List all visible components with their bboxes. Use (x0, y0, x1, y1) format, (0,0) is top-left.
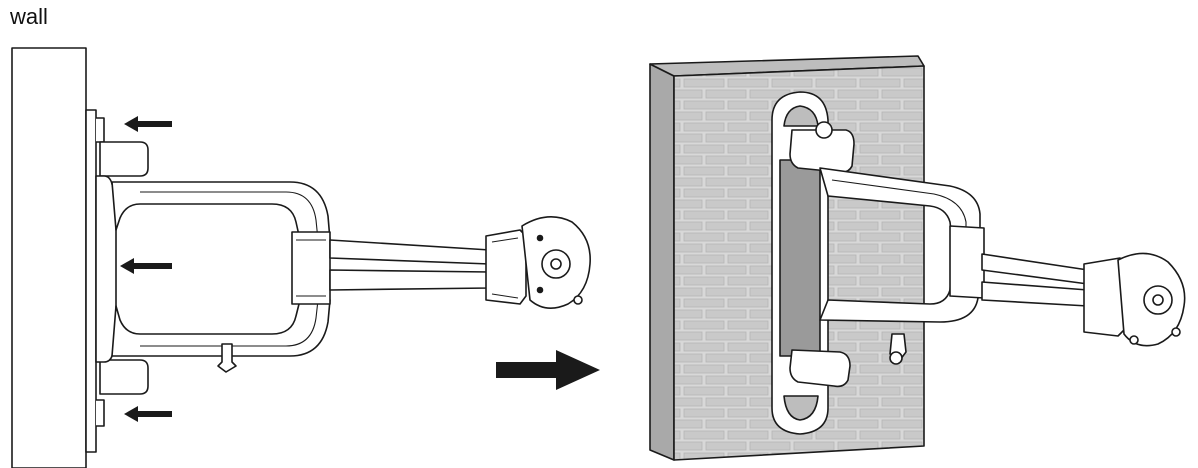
mounted-center-joint (949, 225, 985, 299)
extension-arm-upper (329, 239, 491, 265)
top-hinge (99, 141, 149, 177)
wall-panel (11, 47, 87, 468)
mounted-extension-upper (981, 253, 1089, 285)
tilt-head (485, 229, 527, 305)
arrow-top (124, 116, 172, 132)
extension-arm-lower (329, 269, 491, 291)
plate-recess (779, 159, 821, 357)
locking-knob (217, 343, 237, 373)
mounted-bottom-hinge (789, 349, 851, 388)
arrows-to-wall (120, 116, 172, 422)
upper-arm (111, 181, 331, 241)
next-step-arrow (496, 350, 600, 390)
mounted-extension-lower (981, 281, 1089, 307)
right-mounted-view (649, 55, 1186, 461)
brick-wall-side (649, 63, 675, 461)
wall-label: wall (10, 4, 48, 29)
arrow-bottom (124, 406, 172, 422)
left-side-view (11, 47, 591, 468)
lower-arm (111, 299, 331, 357)
center-joint (291, 231, 331, 305)
arrow-middle (120, 258, 172, 274)
bottom-hinge (99, 359, 149, 395)
wall-plate (85, 109, 97, 453)
